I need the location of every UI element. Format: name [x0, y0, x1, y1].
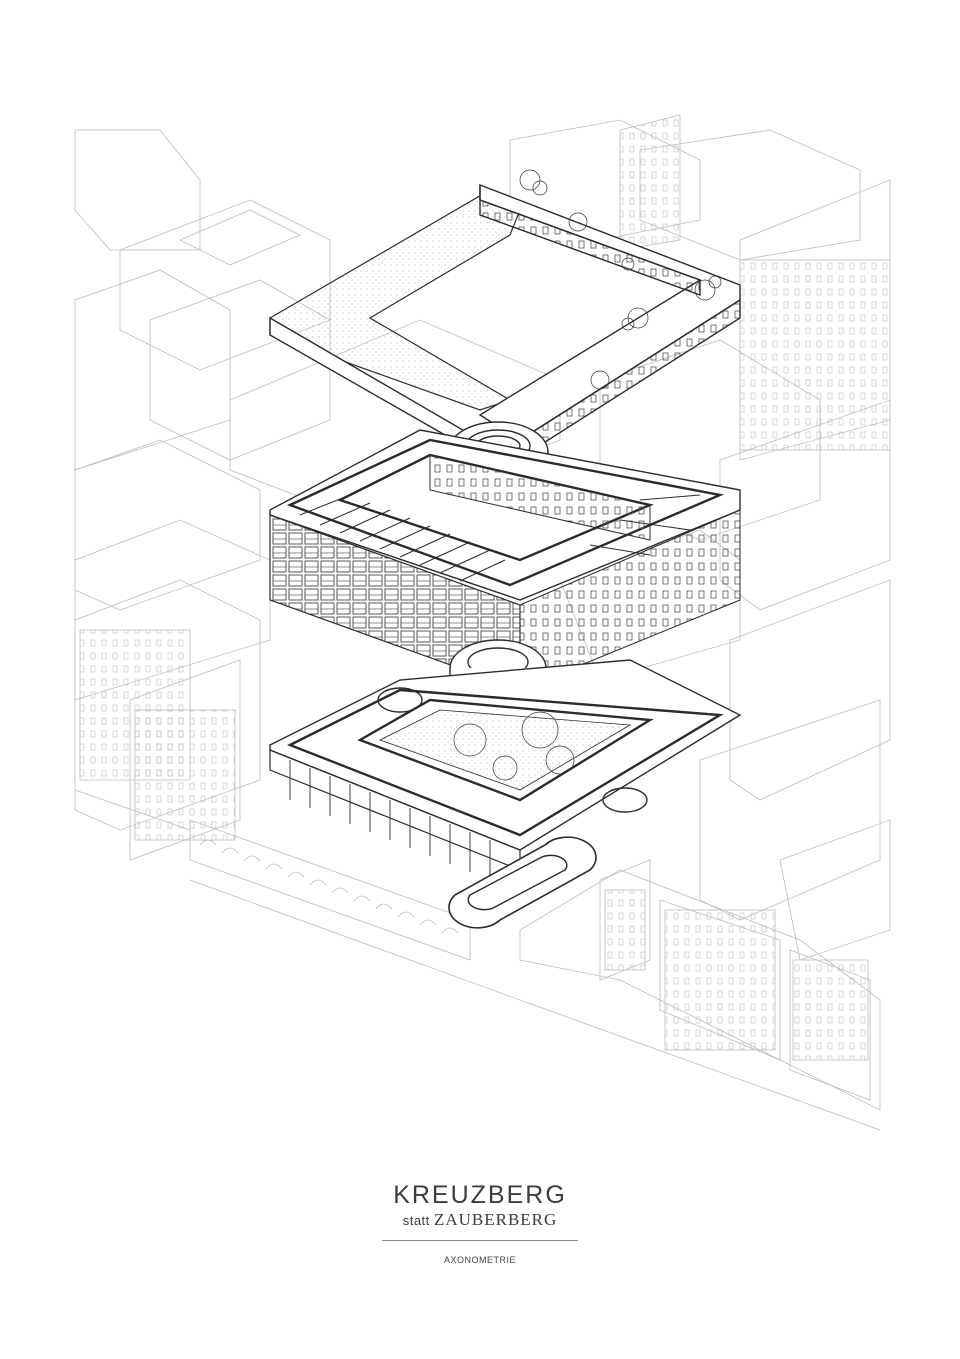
courtyard-trees: [453, 711, 575, 781]
title-divider: [382, 1240, 578, 1241]
caption-axonometrie: AXONOMETRIE: [443, 1255, 516, 1265]
title-main: KREUZBERG: [393, 1181, 567, 1209]
roof-trees: [519, 169, 722, 390]
ground-level: [269, 659, 742, 929]
title-statt: statt: [402, 1213, 430, 1228]
main-building: [269, 169, 742, 929]
title-sub: statt ZAUBERBERG: [330, 1210, 630, 1231]
city-context: [74, 114, 891, 1131]
title-block: KREUZBERG statt ZAUBERBERG AXONOMETRIE: [330, 1180, 630, 1265]
title-zauberberg: ZAUBERBERG: [433, 1210, 558, 1229]
roof-level: [269, 169, 741, 509]
